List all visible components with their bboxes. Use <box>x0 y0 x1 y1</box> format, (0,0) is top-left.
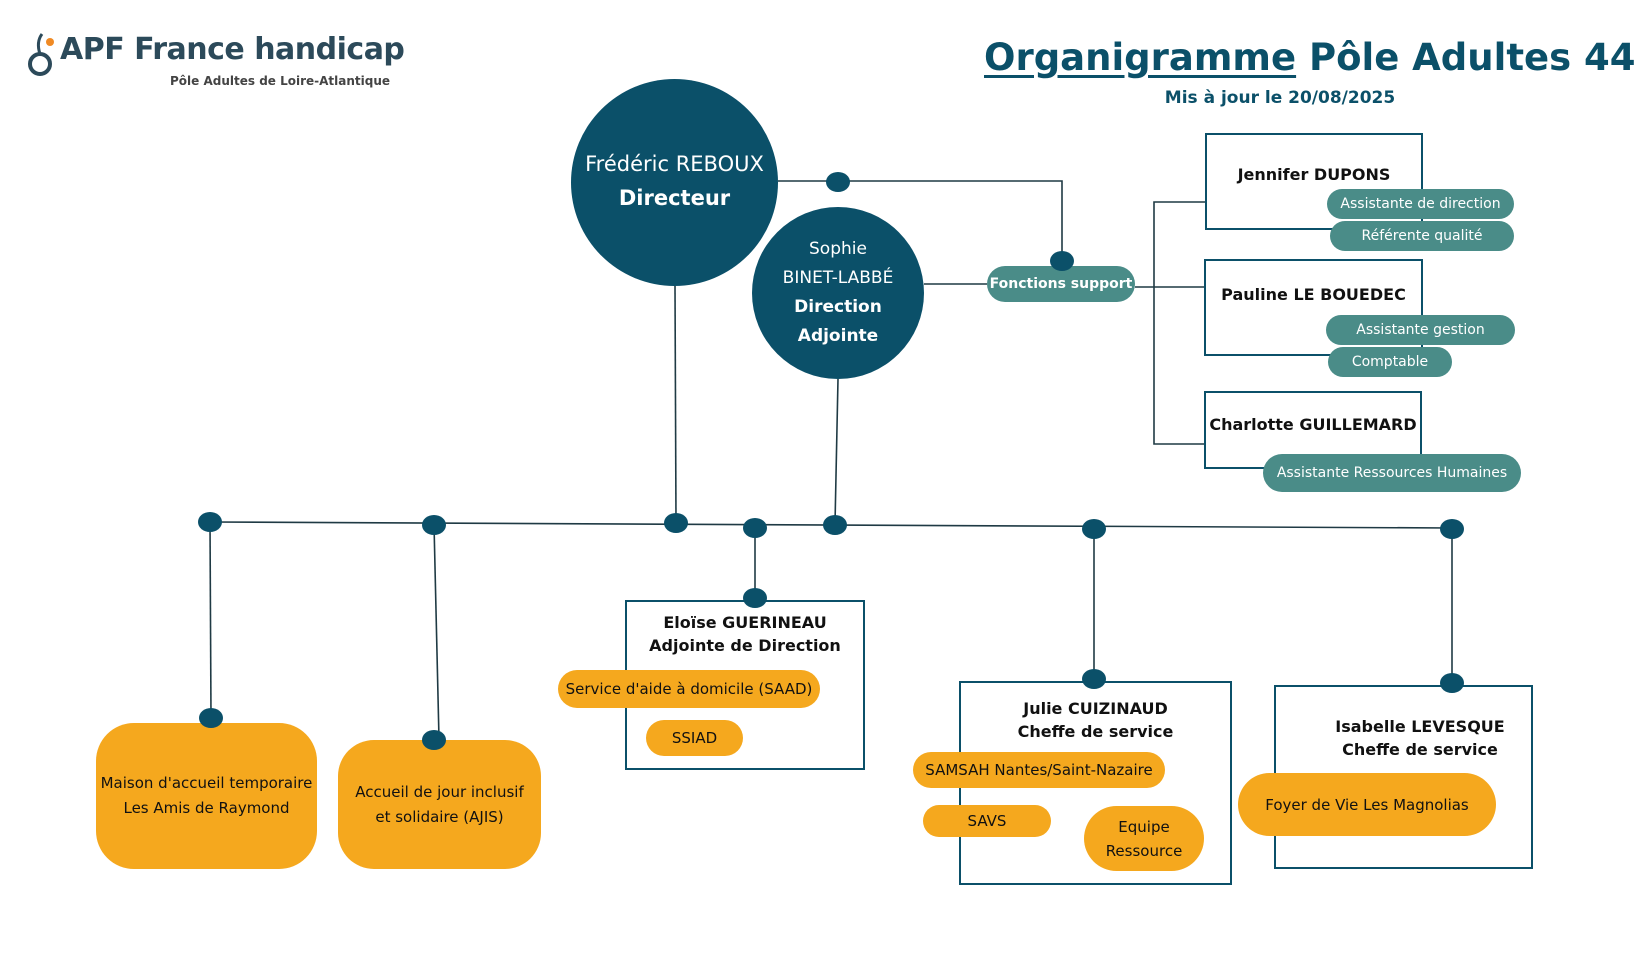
connector-dot <box>1440 673 1464 693</box>
eloise-name: Eloïse GUERINEAU <box>663 613 827 632</box>
director-role: Directeur <box>618 185 731 210</box>
connector-dot <box>826 172 850 192</box>
isabelle-role: Cheffe de service <box>1342 740 1498 759</box>
connector-dot <box>422 730 446 750</box>
connector-dot <box>1050 251 1074 271</box>
connector-dot <box>198 512 222 532</box>
support-name-guillemard: Charlotte GUILLEMARD <box>1209 415 1417 434</box>
connector-dot <box>1082 669 1106 689</box>
logo-icon <box>28 33 54 76</box>
update-date: Mis à jour le 20/08/2025 <box>1164 88 1396 108</box>
director-down-line <box>674 285 677 523</box>
role-pill: Comptable <box>1328 347 1452 377</box>
director-node: Frédéric REBOUX Directeur <box>571 79 778 286</box>
connector-dot <box>743 588 767 608</box>
maison-line1: Maison d'accueil temporaire <box>100 774 313 792</box>
logo-subtitle: Pôle Adultes de Loire-Atlantique <box>170 74 391 88</box>
connector-dot <box>199 708 223 728</box>
service-pill-foyer: Foyer de Vie Les Magnolias <box>1238 773 1496 836</box>
title-rest: Pôle Adultes 44 <box>1296 36 1636 79</box>
page-title: Organigramme Pôle Adultes 44 <box>984 36 1636 79</box>
maison-line2: Les Amis de Raymond <box>123 799 290 817</box>
connector-dot <box>743 518 767 538</box>
connector-dot <box>664 513 688 533</box>
title-underlined: Organigramme <box>984 36 1297 79</box>
deputy-last-name: BINET-LABBÉ <box>782 268 894 288</box>
julie-name: Julie CUIZINAUD <box>1023 699 1168 718</box>
service-pill-equipe-ressource: Equipe Ressource <box>1084 806 1204 871</box>
connector-dot <box>422 515 446 535</box>
role-pill: Assistante de direction <box>1327 189 1514 219</box>
logo: APF France handicap Pôle Adultes de Loir… <box>26 28 405 98</box>
deputy-first-name: Sophie <box>809 239 867 259</box>
unit-maison-accueil: Maison d'accueil temporaire Les Amis de … <box>96 723 317 869</box>
service-pill-saad: Service d'aide à domicile (SAAD) <box>558 670 820 708</box>
support-name-lebouedec: Pauline LE BOUEDEC <box>1221 285 1406 304</box>
service-pill-ssiad: SSIAD <box>646 720 743 756</box>
support-functions-pill: Fonctions support <box>987 266 1135 302</box>
support-name-dupons: Jennifer DUPONS <box>1237 165 1391 184</box>
connector-dot <box>823 515 847 535</box>
role-pill: Assistante gestion <box>1326 315 1515 345</box>
role-pill: Référente qualité <box>1330 221 1514 251</box>
deputy-role-line2: Adjointe <box>797 326 879 346</box>
ajis-line1: Accueil de jour inclusif <box>355 782 524 801</box>
ajis-line2: et solidaire (AJIS) <box>375 807 504 826</box>
support-bracket <box>1153 201 1205 445</box>
isabelle-name: Isabelle LEVESQUE <box>1335 717 1505 736</box>
unit-ajis: Accueil de jour inclusif et solidaire (A… <box>338 740 541 869</box>
deputy-node: Sophie BINET-LABBÉ Direction Adjointe <box>752 207 924 379</box>
equipe-line2: Ressource <box>1105 841 1183 860</box>
director-support-line <box>778 180 1063 260</box>
connector-dot <box>1082 519 1106 539</box>
service-pill-samsah: SAMSAH Nantes/Saint-Nazaire <box>913 752 1165 788</box>
deputy-down-line <box>834 378 839 525</box>
connector-dot <box>1440 519 1464 539</box>
equipe-line1: Equipe <box>1118 817 1170 836</box>
role-pill: Assistante Ressources Humaines <box>1263 454 1521 492</box>
logo-name: APF France handicap <box>60 32 405 67</box>
eloise-role: Adjointe de Direction <box>649 636 841 655</box>
julie-role: Cheffe de service <box>1017 722 1174 741</box>
director-name: Frédéric REBOUX <box>585 151 764 176</box>
service-pill-savs: SAVS <box>923 805 1051 837</box>
deputy-role-line1: Direction <box>794 297 882 317</box>
